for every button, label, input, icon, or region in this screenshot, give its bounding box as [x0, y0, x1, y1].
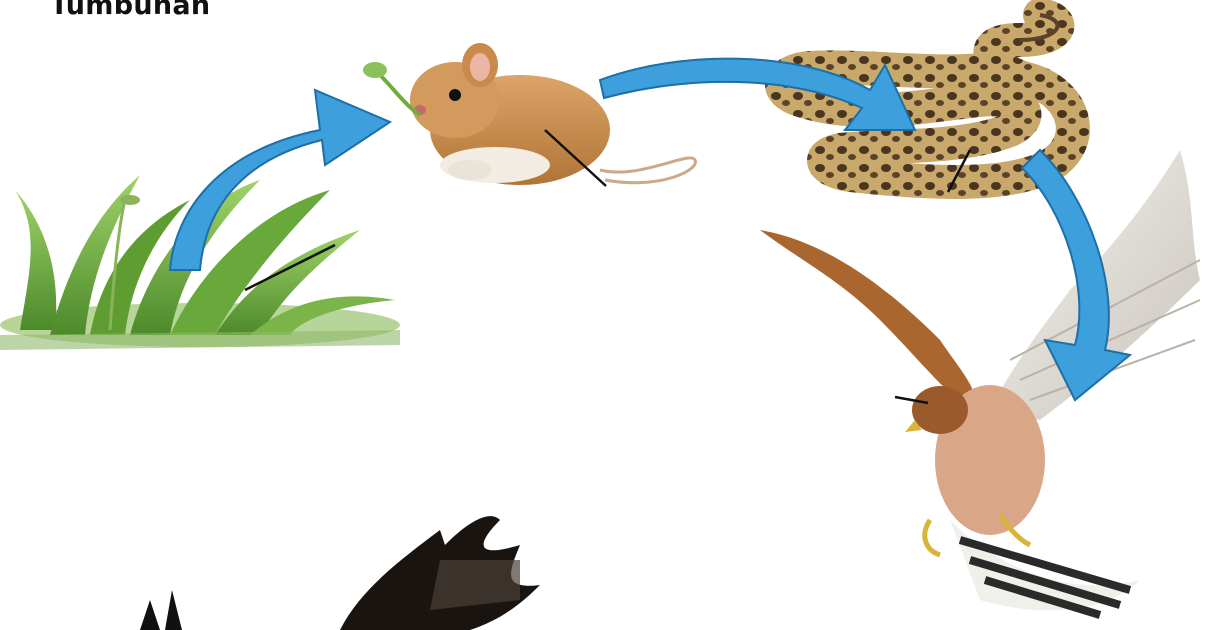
snake-icon — [782, 15, 1073, 182]
hawk-icon — [760, 150, 1200, 615]
mouse-icon — [363, 43, 695, 185]
silhouette-fragment — [140, 516, 540, 630]
